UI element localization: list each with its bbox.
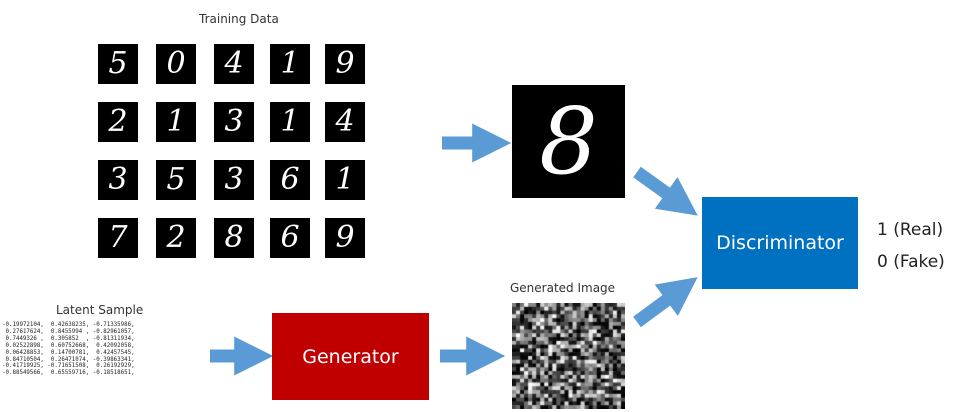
latent-value-row: 0.02522898, 0.60752668, 0.42092058, xyxy=(2,342,135,349)
latent-value-row: -0.19972104, 0.42638235, -0.71335986, xyxy=(2,322,135,328)
training-digit-tile: 4 xyxy=(214,44,254,84)
arrow-sample-to-discriminator xyxy=(633,166,698,216)
training-digit-tile: 1 xyxy=(270,102,310,142)
training-digit-tile: 4 xyxy=(325,102,365,142)
training-digit-tile: 2 xyxy=(98,102,138,142)
training-digit-tile: 6 xyxy=(270,218,310,258)
output-real-label: 1 (Real) xyxy=(877,220,944,240)
training-digit-tile: 7 xyxy=(98,218,138,258)
training-digit-tile: 3 xyxy=(98,160,138,200)
discriminator-label: Discriminator xyxy=(716,232,844,254)
discriminator-box: Discriminator xyxy=(702,197,858,289)
generated-noise-image xyxy=(512,303,625,409)
latent-sample-title: Latent Sample xyxy=(56,303,144,317)
latent-value-row: 0.7449326 , 0.305852 , -0.81311934, xyxy=(2,335,135,342)
training-digit-tile: 9 xyxy=(325,218,365,258)
training-digit-tile: 3 xyxy=(214,102,254,142)
latent-sample-values: -0.19972104, 0.42638235, -0.71335986, 0.… xyxy=(2,322,135,377)
training-digit-tile: 2 xyxy=(156,218,196,258)
output-fake-label: 0 (Fake) xyxy=(877,252,945,272)
training-digit-tile: 9 xyxy=(325,44,365,84)
generator-box: Generator xyxy=(272,313,429,400)
training-digit-tile: 3 xyxy=(214,160,254,200)
real-sample-image: 8 xyxy=(512,85,625,198)
training-digit-tile: 1 xyxy=(156,102,196,142)
generated-image-title: Generated Image xyxy=(510,281,616,295)
training-digit-tile: 0 xyxy=(156,44,196,84)
latent-value-row: 0.27617624, 0.8455994 , -0.82961057, xyxy=(2,328,135,335)
training-digit-tile: 8 xyxy=(214,218,254,258)
training-digit-tile: 5 xyxy=(156,160,196,200)
latent-value-row: 0.84710504, 0.26471074, -0.39863341, xyxy=(2,356,135,363)
arrow-generated-to-discriminator xyxy=(633,277,698,328)
training-digit-tile: 1 xyxy=(325,160,365,200)
training-data-title: Training Data xyxy=(199,12,279,26)
training-digit-tile: 1 xyxy=(270,44,310,84)
training-digit-tile: 6 xyxy=(270,160,310,200)
training-digit-tile: 5 xyxy=(98,44,138,84)
latent-value-row: 0.06428853, 0.14700781, 0.42457545, xyxy=(2,349,135,356)
generator-label: Generator xyxy=(302,345,399,368)
latent-value-row: -0.41719925, -0.71651508, 0.26192929, xyxy=(2,363,135,370)
latent-value-row: -0.88549566, 0.65559716, -0.18518651, xyxy=(2,370,135,377)
